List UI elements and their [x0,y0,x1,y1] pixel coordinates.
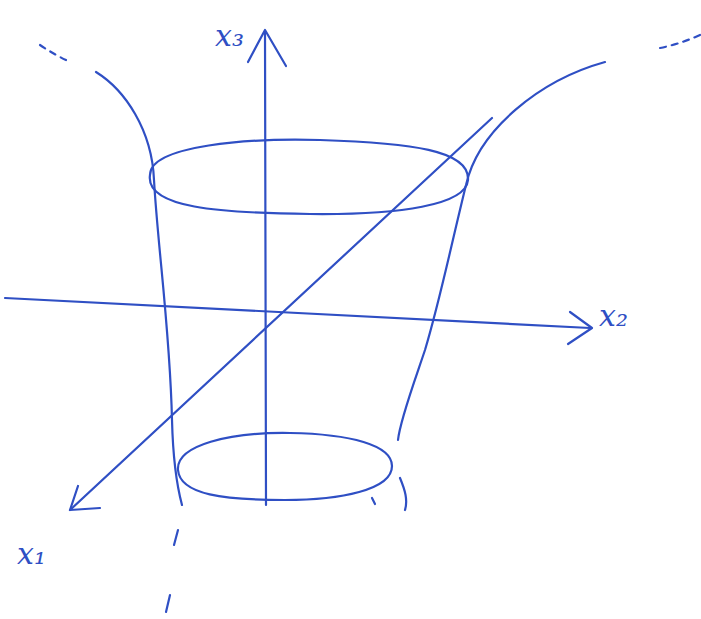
dashed-extension [660,35,700,48]
dashed-extension [166,595,170,612]
axis-line [5,298,590,328]
axis-label: x₃ [212,20,247,52]
dashed-extension [174,530,178,545]
hyperbola-profile [398,62,605,440]
top-ellipse [150,140,468,214]
arrow-head [248,30,286,66]
dashed-extension [40,45,70,62]
dashed-extension [400,478,406,510]
arrow-head [568,312,592,344]
arrow-head [70,486,100,510]
bottom-ellipse [178,433,392,500]
axis-label: x₂ [596,300,631,332]
axis-label: x₁ [14,538,49,570]
dashed-extension [372,498,375,504]
hyperbola-profile [96,72,182,505]
axis-line [70,118,492,510]
